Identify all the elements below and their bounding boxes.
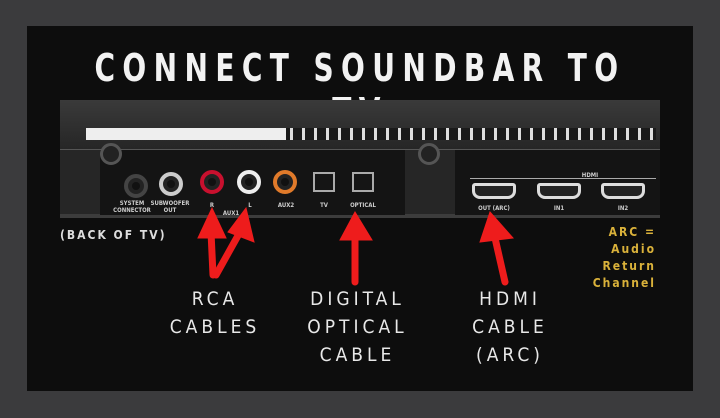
screw-icon xyxy=(100,143,122,165)
hdmi-in1-port xyxy=(537,183,581,199)
callout-optical: DIGITAL OPTICAL CABLE xyxy=(300,285,415,369)
hdmi-out-arc-port xyxy=(472,183,516,199)
optical-port xyxy=(352,172,374,192)
arrow-l-head xyxy=(227,206,255,243)
arc-note-line: ARC = xyxy=(608,225,656,239)
label-aux2: AUX2 xyxy=(277,202,295,209)
hdmi-ports-panel xyxy=(455,150,660,215)
label-in1: IN1 xyxy=(553,205,565,212)
label-hdmi: HDMI xyxy=(581,172,599,179)
callout-rca-line: RCA xyxy=(191,288,239,310)
label-l: L xyxy=(248,202,252,209)
label-out-arc: OUT (ARC) xyxy=(478,205,510,212)
label-tv: TV xyxy=(320,202,328,209)
arc-note-line: Audio xyxy=(611,242,656,256)
vent-strip-solid xyxy=(86,128,286,140)
label-r: R xyxy=(209,202,215,209)
back-of-tv-label: (BACK OF TV) xyxy=(60,228,167,242)
callout-rca-line: CABLES xyxy=(169,316,261,338)
arc-note-line: Return xyxy=(602,259,656,273)
callout-optical-line: OPTICAL xyxy=(307,316,408,338)
aux1-l-port xyxy=(237,170,261,194)
label-in2: IN2 xyxy=(617,205,629,212)
tv-back-top xyxy=(60,100,660,150)
arrow-r-head xyxy=(197,206,227,239)
callout-hdmi: HDMI CABLE (ARC) xyxy=(460,285,560,369)
callout-hdmi-line: HDMI xyxy=(479,288,541,310)
arrow-r xyxy=(207,228,217,279)
arc-note-line: Channel xyxy=(592,276,656,290)
aux1-r-port xyxy=(200,170,224,194)
title: CONNECT SOUNDBAR TO TV xyxy=(94,46,626,134)
arrow-optical-head xyxy=(339,210,373,241)
arrow-hdmi xyxy=(491,234,509,286)
hdmi-in2-port xyxy=(601,183,645,199)
callout-hdmi-line: (ARC) xyxy=(476,344,544,366)
subwoofer-port xyxy=(159,172,183,196)
callout-hdmi-line: CABLE xyxy=(472,316,548,338)
arrow-l xyxy=(212,228,244,279)
system-connector-port xyxy=(124,174,148,198)
label-optical: OPTICAL xyxy=(350,202,376,209)
label-aux1: AUX1 xyxy=(222,210,240,217)
screw-icon xyxy=(418,143,440,165)
aux2-port xyxy=(273,170,297,194)
label-system: SYSTEM CONNECTOR xyxy=(113,200,151,214)
callout-optical-line: CABLE xyxy=(319,344,396,366)
arc-note: ARC = Audio Return Channel xyxy=(580,224,656,292)
hdmi-divider xyxy=(470,178,656,179)
callout-optical-line: DIGITAL xyxy=(310,288,405,310)
callout-rca: RCA CABLES xyxy=(160,285,270,341)
label-subwoofer: SUBWOOFER OUT xyxy=(150,200,190,214)
tv-optical-port xyxy=(313,172,335,192)
arrow-hdmi-head xyxy=(479,211,515,243)
